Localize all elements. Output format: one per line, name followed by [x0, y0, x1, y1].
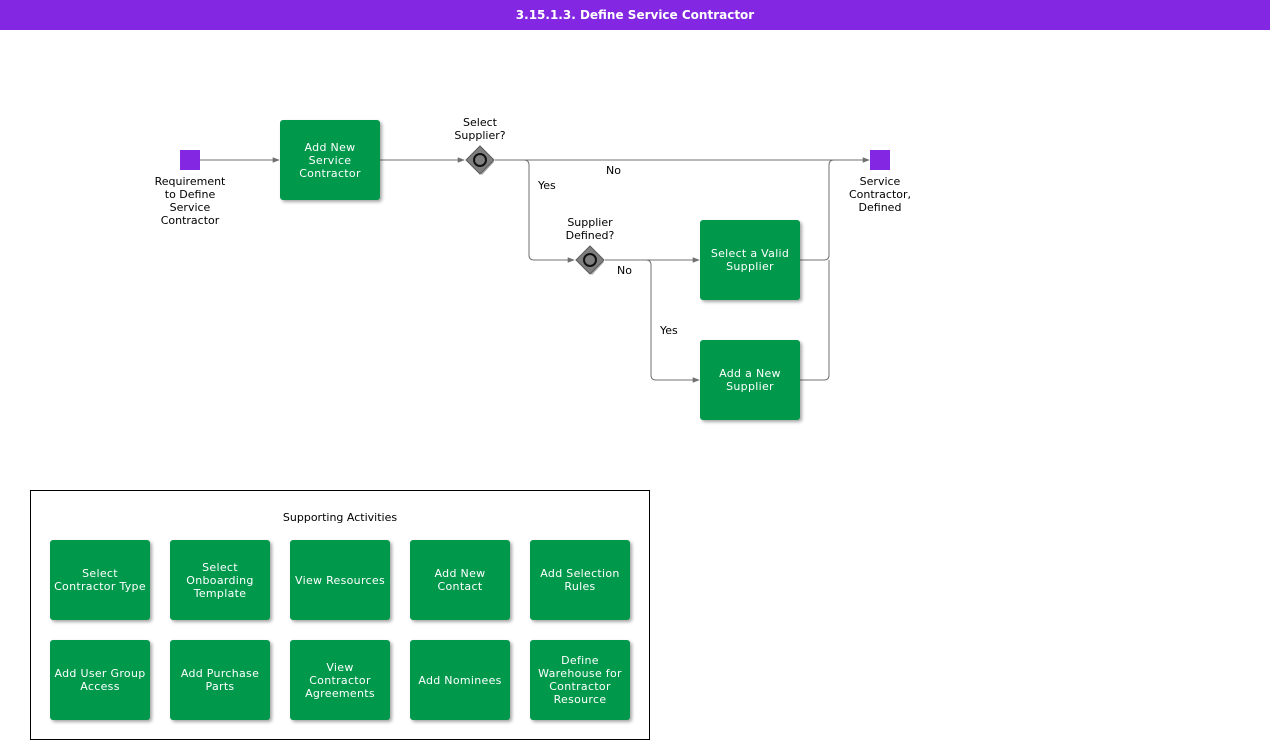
- gateway-supplier-defined-label: Supplier Defined?: [565, 216, 615, 242]
- end-event[interactable]: [870, 150, 890, 170]
- title-bar: 3.15.1.3. Define Service Contractor: [0, 0, 1270, 30]
- support-task-add-nominees[interactable]: Add Nominees: [410, 640, 510, 720]
- support-task-define-warehouse[interactable]: Define Warehouse for Contractor Resource: [530, 640, 630, 720]
- support-task-select-contractor-type[interactable]: Select Contractor Type: [50, 540, 150, 620]
- circle-gateway-icon: [575, 245, 605, 275]
- gateway-select-supplier-label: Select Supplier?: [454, 116, 506, 142]
- support-task-add-new-contact[interactable]: Add New Contact: [410, 540, 510, 620]
- flow-add-new-supplier-to-end: [800, 260, 830, 381]
- flow-label-supplier-defined-no: No: [617, 264, 632, 277]
- support-task-add-purchase-parts[interactable]: Add Purchase Parts: [170, 640, 270, 720]
- page-title: 3.15.1.3. Define Service Contractor: [515, 8, 755, 22]
- end-event-label: Service Contractor, Defined: [848, 175, 912, 214]
- supporting-activities-title: Supporting Activities: [282, 511, 398, 524]
- task-add-new-supplier[interactable]: Add a New Supplier: [700, 340, 800, 420]
- gateway-select-supplier[interactable]: [465, 145, 495, 175]
- support-task-view-resources[interactable]: View Resources: [290, 540, 390, 620]
- support-task-add-selection-rules[interactable]: Add Selection Rules: [530, 540, 630, 620]
- start-event[interactable]: [180, 150, 200, 170]
- support-task-select-onboarding-template[interactable]: Select Onboarding Template: [170, 540, 270, 620]
- support-task-view-contractor-agreements[interactable]: View Contractor Agreements: [290, 640, 390, 720]
- flow-label-supplier-defined-yes: Yes: [660, 324, 678, 337]
- gateway-supplier-defined[interactable]: [575, 245, 605, 275]
- flow-select-valid-to-end: [800, 159, 835, 261]
- circle-gateway-icon: [465, 145, 495, 175]
- task-select-valid-supplier[interactable]: Select a Valid Supplier: [700, 220, 800, 300]
- flow-label-select-supplier-no: No: [606, 164, 621, 177]
- flow-label-select-supplier-yes: Yes: [538, 179, 556, 192]
- flow-supplier-defined-to-add-new-supplier: [645, 259, 700, 383]
- supporting-activities-panel: Supporting Activities: [30, 490, 650, 740]
- start-event-label: Requirement to Define Service Contractor: [154, 175, 226, 227]
- task-add-new-service-contractor[interactable]: Add New Service Contractor: [280, 120, 380, 200]
- support-task-add-user-group-access[interactable]: Add User Group Access: [50, 640, 150, 720]
- flow-select-supplier-yes-to-supplier-defined: [523, 159, 575, 263]
